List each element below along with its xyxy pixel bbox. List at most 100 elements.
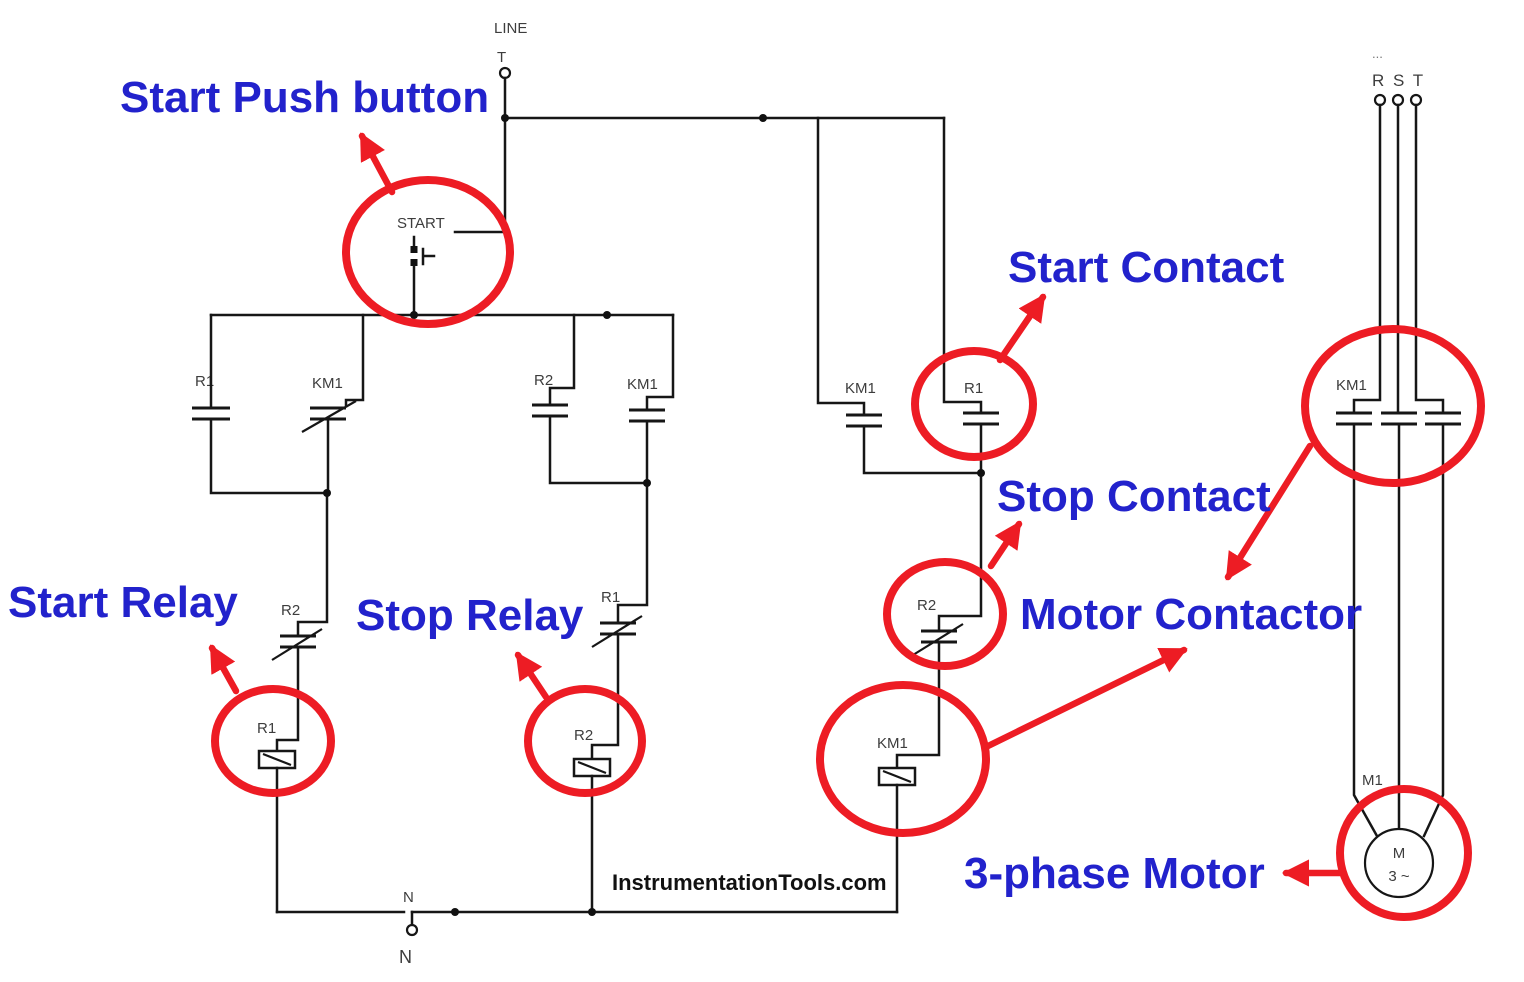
wire-stop-relay-mid	[590, 634, 620, 761]
wire-stop-contact-bottom	[895, 642, 941, 770]
phase-terminal-r	[1373, 93, 1387, 107]
wire-r1-left-bottom	[209, 419, 329, 495]
contact-r1-left-no	[192, 406, 230, 421]
wire-stop-relay-top	[616, 481, 649, 623]
coil-r2-diagonal	[577, 760, 607, 775]
wire-km1-aux-bottom	[862, 426, 983, 475]
phase-labels: R S T	[1372, 71, 1425, 90]
control-circuit: LINE T START R1 KM1	[192, 20, 999, 967]
arrow-start-push-button	[358, 132, 396, 196]
branch-stop-relay: R1 R2	[572, 481, 649, 914]
label-start-relay: Start Relay	[8, 578, 238, 627]
power-circuit: ... R S T KM1 M1 M 3 ~	[1336, 46, 1461, 899]
line-terminal-label: T	[497, 49, 506, 66]
junction-dot	[451, 908, 459, 916]
wire-km1-left-top	[344, 313, 365, 408]
highlight-circle-motor	[1336, 785, 1472, 921]
contact-label-r2-stop: R2	[917, 597, 936, 614]
wire-start-relay-top	[296, 491, 329, 636]
junction-dot	[603, 311, 611, 319]
motor-type-label: 3 ~	[1388, 868, 1410, 885]
wire-km1-mid-top	[645, 313, 675, 410]
arrow-motor-contactor-from-main	[1224, 442, 1314, 581]
wire-r2-mid-top	[548, 313, 576, 405]
line-terminal-circle	[498, 66, 512, 80]
contact-label-r1-start: R1	[964, 380, 983, 397]
highlight-circle-km1-coil	[816, 681, 990, 837]
highlight-circle-main-contactor	[1301, 325, 1485, 487]
contact-r2-stop-nc-slash	[912, 623, 964, 656]
wire-phase-r	[1352, 103, 1382, 414]
contact-label-km1-mid: KM1	[627, 376, 658, 393]
label-stop-contact: Stop Contact	[997, 472, 1271, 521]
junction-dot	[410, 311, 418, 319]
start-button-label: START	[397, 215, 445, 232]
coil-r1-diagonal	[262, 752, 292, 767]
branch-middle: R2 KM1	[532, 313, 675, 485]
neutral-label-bottom: N	[399, 947, 412, 967]
junction-dot	[759, 114, 767, 122]
highlight-circle-start-contact	[911, 347, 1037, 461]
contact-km1-left-nc	[310, 406, 346, 421]
junction-dot	[323, 489, 331, 497]
wire-motor-feed1	[1352, 424, 1379, 838]
label-three-phase-motor: 3-phase Motor	[964, 849, 1265, 898]
start-push-button: START	[397, 215, 445, 317]
branch-left: R1 KM1	[192, 313, 365, 495]
contact-r1-branch-nc-slash	[591, 615, 643, 648]
junction-dot	[643, 479, 651, 487]
coil-label-r1: R1	[257, 720, 276, 737]
junction-dot	[977, 469, 985, 477]
watermark-text: InstrumentationTools.com	[612, 870, 887, 895]
neutral-terminal-circle	[405, 923, 419, 937]
red-annotations	[208, 132, 1485, 921]
label-start-contact: Start Contact	[1008, 243, 1285, 292]
contact-label-km1-aux: KM1	[845, 380, 876, 397]
motor-letter: M	[1393, 845, 1406, 862]
label-stop-relay: Stop Relay	[356, 591, 584, 640]
contact-km1-left-nc-slash	[301, 400, 357, 433]
junction-dot	[588, 908, 596, 916]
contact-label-km1-left: KM1	[312, 375, 343, 392]
pushbutton-contact-top	[410, 246, 418, 253]
contact-r2-stop-nc	[921, 629, 957, 644]
line-label: LINE	[494, 20, 527, 37]
wire-start-relay-mid	[275, 647, 300, 753]
pushbutton-actuator	[421, 247, 436, 266]
contact-r2-mid-no	[532, 403, 568, 418]
main-contact-pole2	[1381, 411, 1417, 426]
motor-feeder-label: M1	[1362, 772, 1383, 789]
neutral-rail: N N	[275, 889, 899, 967]
arrow-motor-contactor-from-coil	[982, 646, 1188, 751]
main-contactor-label: KM1	[1336, 377, 1367, 394]
phase-dots-label: ...	[1372, 46, 1383, 61]
wire-r2-mid-bottom	[548, 416, 649, 485]
junction-dots	[323, 114, 985, 916]
phase-terminal-s	[1391, 93, 1405, 107]
motor-symbol: M 3 ~	[1363, 827, 1435, 899]
contact-r1-start-no	[963, 411, 999, 426]
main-contactor-km1: KM1	[1336, 377, 1461, 426]
highlight-circle-stop-contact	[883, 558, 1007, 670]
highlight-circle-r1-coil	[211, 685, 335, 797]
arrow-stop-contact	[987, 520, 1023, 570]
wire-motor-feed3	[1422, 424, 1445, 838]
control-wiring	[209, 76, 983, 417]
line-terminal: LINE T	[494, 20, 527, 80]
motor-circle	[1363, 827, 1435, 899]
main-contact-pole3	[1425, 411, 1461, 426]
branch-contactor: KM1 R1 R2 KM1	[845, 380, 999, 914]
phase-terminal-t	[1409, 93, 1423, 107]
contact-label-r2-mid: R2	[534, 372, 553, 389]
junction-dot	[501, 114, 509, 122]
contact-label-r2-branch: R2	[281, 602, 300, 619]
coil-km1-diagonal	[882, 769, 912, 784]
contact-r2-branch-nc	[280, 634, 316, 649]
wire-phase-t	[1414, 103, 1445, 414]
neutral-label-top: N	[403, 889, 414, 906]
pushbutton-contact-bottom	[410, 259, 418, 266]
wire-r1-start-drop	[942, 116, 983, 415]
contact-km1-mid-no	[629, 408, 665, 423]
